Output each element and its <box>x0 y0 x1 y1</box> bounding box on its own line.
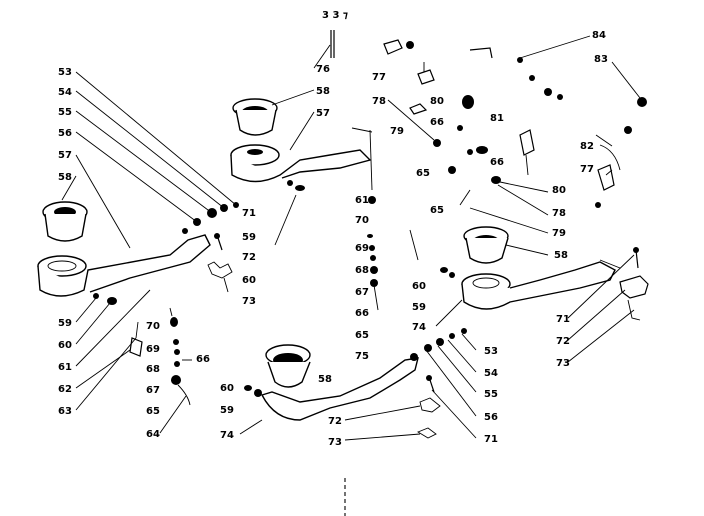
callout-label: 68 <box>146 364 160 375</box>
callout-label: 70 <box>146 321 160 332</box>
callout-label: 73 <box>328 437 342 448</box>
callout-label: 79 <box>390 126 404 137</box>
callout-label: 59 <box>242 232 256 243</box>
top-screws: 3 3 ⁊ <box>322 10 348 21</box>
callout-label: 66 <box>196 354 210 365</box>
callout-label: 72 <box>556 336 570 347</box>
callout-label: 59 <box>58 318 72 329</box>
callout-label: 69 <box>146 344 160 355</box>
center-column-parts <box>169 127 379 406</box>
callout-label: 55 <box>484 389 498 400</box>
callout-label: 75 <box>355 351 369 362</box>
callout-label: 71 <box>484 434 498 445</box>
callout-label: 67 <box>146 385 160 396</box>
callout-label: 55 <box>58 107 72 118</box>
callout-label: 53 <box>58 67 72 78</box>
leader-lines <box>61 35 641 441</box>
callout-label: 62 <box>58 384 72 395</box>
callout-label: 60 <box>242 275 256 286</box>
callout-label: 78 <box>372 96 386 107</box>
right-burner-assembly <box>440 226 649 321</box>
callout-label: 66 <box>430 117 444 128</box>
callout-label: 83 <box>594 54 608 65</box>
callout-label: 73 <box>242 296 256 307</box>
callout-label: 77 <box>580 164 594 175</box>
callout-label: 56 <box>58 128 72 139</box>
callout-label: 60 <box>58 340 72 351</box>
callout-label: 65 <box>146 406 160 417</box>
callout-label: 54 <box>58 87 72 98</box>
callout-label: 67 <box>355 287 369 298</box>
callout-label: 61 <box>355 195 369 206</box>
callout-label: 66 <box>490 157 504 168</box>
callout-label: 72 <box>328 416 342 427</box>
callout-label: 82 <box>580 141 594 152</box>
callout-label: 74 <box>412 322 426 333</box>
callout-label: 69 <box>355 243 369 254</box>
callout-label: 59 <box>220 405 234 416</box>
callout-label: 71 <box>242 208 256 219</box>
callout-label: 80 <box>430 96 444 107</box>
callout-label: 72 <box>242 252 256 263</box>
callout-label: 78 <box>552 208 566 219</box>
callout-label: 70 <box>355 215 369 226</box>
callout-label: 59 <box>412 302 426 313</box>
callout-label: 68 <box>355 265 369 276</box>
callout-label: 58 <box>554 250 568 261</box>
callout-label: 58 <box>58 172 72 183</box>
callout-label: 60 <box>412 281 426 292</box>
lower-burner-assembly <box>244 328 467 516</box>
callout-label: 84 <box>592 30 606 41</box>
callout-label: 57 <box>58 150 72 161</box>
left-burner-assembly <box>37 201 239 357</box>
upper-burner-assembly: 3 3 ⁊ <box>230 10 372 246</box>
callout-label: 54 <box>484 368 498 379</box>
callout-label: 73 <box>556 358 570 369</box>
callout-label: 71 <box>556 314 570 325</box>
callout-label: 65 <box>416 168 430 179</box>
callout-label: 66 <box>355 308 369 319</box>
callout-label: 79 <box>552 228 566 239</box>
callout-label: 53 <box>484 346 498 357</box>
callout-label: 81 <box>490 113 504 124</box>
callout-label: 60 <box>220 383 234 394</box>
callout-label: 77 <box>372 72 386 83</box>
callout-label: 74 <box>220 430 234 441</box>
callout-label: 80 <box>552 185 566 196</box>
callout-label: 58 <box>318 374 332 385</box>
callout-labels: 53 54 55 56 57 58 59 60 61 62 63 76 58 5… <box>58 30 608 448</box>
callout-label: 76 <box>316 64 330 75</box>
callout-label: 65 <box>355 330 369 341</box>
callout-label: 64 <box>146 429 160 440</box>
callout-label: 63 <box>58 406 72 417</box>
callout-label: 56 <box>484 412 498 423</box>
callout-label: 65 <box>430 205 444 216</box>
callout-label: 57 <box>316 108 330 119</box>
callout-label: 58 <box>316 86 330 97</box>
callout-label: 61 <box>58 362 72 373</box>
upper-right-parts <box>383 39 647 261</box>
